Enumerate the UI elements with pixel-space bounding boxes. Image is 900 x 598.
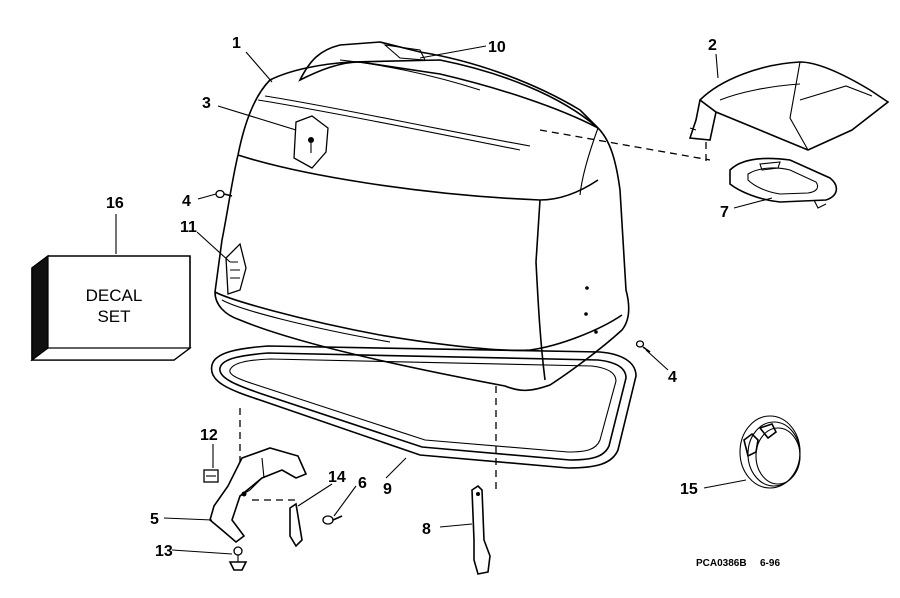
decal-label-line1: DECAL <box>86 286 143 305</box>
callout-11: 11 <box>180 219 197 236</box>
callout-1: 1 <box>232 35 241 52</box>
latch-bracket <box>209 447 308 544</box>
side-plate <box>225 242 247 295</box>
screw-left <box>215 189 233 199</box>
drawing-date: 6-96 <box>760 558 780 569</box>
leader-lines <box>115 45 773 555</box>
callout-4-right: 4 <box>668 369 677 386</box>
cowl-seal <box>210 345 637 469</box>
latch-rod <box>471 484 491 575</box>
grommet <box>228 546 248 571</box>
callout-7: 7 <box>720 204 729 221</box>
strap-clip <box>289 502 303 548</box>
callout-labels: 1 2 3 4 4 5 6 7 8 9 10 11 12 13 14 15 16 <box>106 35 729 560</box>
callout-5: 5 <box>150 511 159 528</box>
decal-set-box: DECAL SET <box>30 254 192 362</box>
callout-15: 15 <box>680 481 698 498</box>
cable-coil <box>739 415 801 489</box>
decal-label-line2: SET <box>97 307 130 326</box>
bolt <box>322 515 343 525</box>
engine-cowl <box>214 59 711 392</box>
rear-cover <box>688 61 890 151</box>
callout-16: 16 <box>106 195 124 212</box>
cover-gasket <box>729 157 838 209</box>
callout-8: 8 <box>422 521 431 538</box>
callout-9: 9 <box>383 481 392 498</box>
callout-3: 3 <box>202 95 211 112</box>
callout-12: 12 <box>200 427 218 444</box>
callout-4-left: 4 <box>182 193 191 210</box>
callout-13: 13 <box>155 543 173 560</box>
drawing-code: PCA0386B <box>696 558 747 569</box>
callout-2: 2 <box>708 37 717 54</box>
screw-right <box>635 340 651 353</box>
callout-6: 6 <box>358 475 367 492</box>
callout-10: 10 <box>488 39 506 56</box>
clip-nut <box>203 469 219 483</box>
latch-plate <box>293 115 329 169</box>
cowl-top-cap <box>298 41 599 129</box>
callout-14: 14 <box>328 469 346 486</box>
